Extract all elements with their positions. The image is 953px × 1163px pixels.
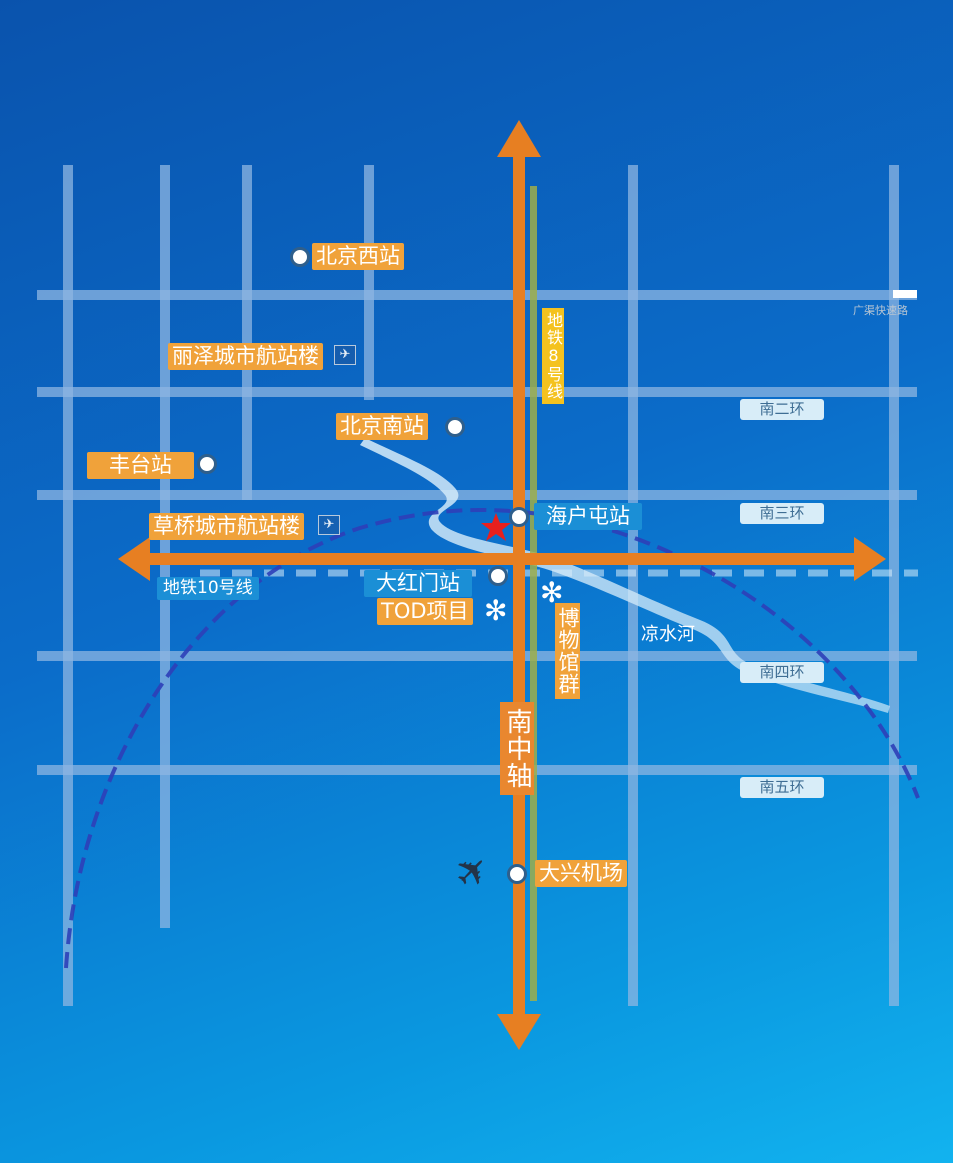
museum-asterisk-icon: ✻ bbox=[540, 576, 564, 609]
label-haihutun-station: 海户屯站 bbox=[534, 503, 642, 530]
road-v6 bbox=[889, 165, 899, 1006]
guangqu-marker bbox=[893, 290, 917, 298]
liangshui-river bbox=[360, 438, 890, 713]
station-dot-haihutun bbox=[509, 507, 529, 527]
station-dot-fengtai bbox=[197, 454, 217, 474]
station-dot-dahongmen bbox=[488, 566, 508, 586]
station-dot-beijing-south bbox=[445, 417, 465, 437]
road-v5 bbox=[628, 165, 638, 1006]
road-v1 bbox=[63, 165, 73, 1006]
road-south-5th-ring bbox=[37, 765, 917, 775]
road-guangqu bbox=[37, 290, 917, 300]
label-museum-cluster: 博物馆群 bbox=[555, 603, 580, 699]
label-beijing-south-station: 北京南站 bbox=[336, 413, 428, 440]
metro-line8-track bbox=[530, 186, 537, 1001]
east-west-axis bbox=[118, 537, 886, 581]
label-lize-city-terminal: 丽泽城市航站楼 bbox=[168, 343, 323, 370]
road-south-4th-ring bbox=[37, 651, 917, 661]
road-south-3rd-ring bbox=[37, 490, 917, 500]
road-south-2nd-ring bbox=[37, 387, 917, 397]
label-caoqiao-city-terminal: 草桥城市航站楼 bbox=[149, 513, 304, 540]
south-central-axis-line bbox=[497, 120, 541, 1050]
station-dot-daxing-airport bbox=[507, 864, 527, 884]
road-v2 bbox=[160, 165, 170, 928]
label-south-central-axis: 南中轴 bbox=[500, 702, 534, 795]
label-dahongmen-station: 大红门站 bbox=[364, 570, 472, 597]
label-south-3rd-ring: 南三环 bbox=[740, 503, 824, 524]
project-star-icon bbox=[481, 513, 511, 541]
label-metro-line8: 地铁8号线 bbox=[542, 308, 564, 404]
label-beijing-west-station: 北京西站 bbox=[312, 243, 404, 270]
outer-ring-arc bbox=[64, 508, 920, 969]
road-v3 bbox=[242, 165, 252, 500]
station-dot-beijing-west bbox=[290, 247, 310, 267]
label-fengtai-station: 丰台站 bbox=[87, 452, 194, 479]
tod-project-asterisk-icon: ✻ bbox=[484, 594, 508, 627]
label-tod-project: TOD项目 bbox=[377, 598, 473, 625]
label-south-4th-ring: 南四环 bbox=[740, 662, 824, 683]
label-daxing-airport: 大兴机场 bbox=[535, 860, 627, 887]
label-guangqu-expressway: 广渠快速路 bbox=[853, 304, 908, 317]
label-liangshui-river: 凉水河 bbox=[641, 624, 695, 645]
airport-terminal-icon: ✈ bbox=[334, 345, 356, 365]
road-grid-vertical bbox=[63, 165, 899, 1006]
airport-terminal-icon: ✈ bbox=[318, 515, 340, 535]
label-metro-line10: 地铁10号线 bbox=[157, 577, 259, 600]
road-v4 bbox=[364, 165, 374, 400]
label-south-2nd-ring: 南二环 bbox=[740, 399, 824, 420]
label-south-5th-ring: 南五环 bbox=[740, 777, 824, 798]
road-grid-horizontal bbox=[37, 290, 917, 775]
